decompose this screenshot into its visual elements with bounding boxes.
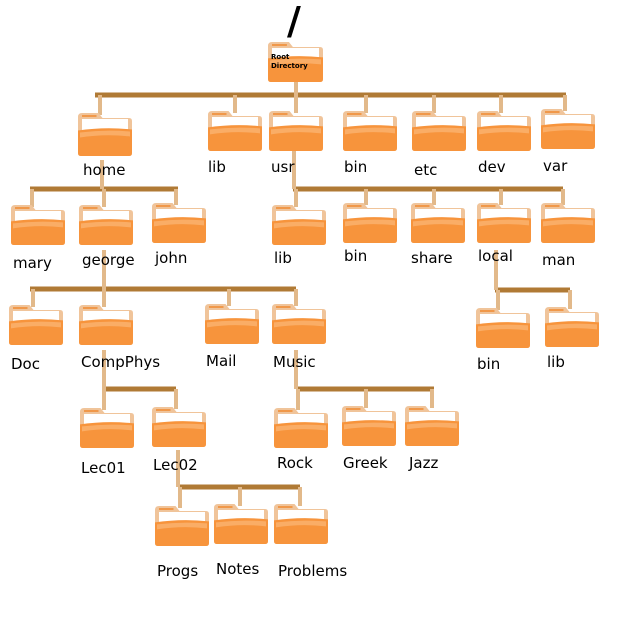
folder-label-lib: lib	[208, 158, 226, 176]
folder-label-dev: dev	[478, 158, 506, 176]
jazz-folder-icon	[405, 406, 459, 446]
home-folder-icon	[78, 113, 132, 156]
folder-label-local: local	[478, 247, 513, 265]
folder-label-music: Music	[273, 353, 316, 371]
rock-folder-icon	[274, 408, 328, 448]
folder-label-lec01: Lec01	[81, 459, 126, 477]
folder-label-george: george	[82, 251, 135, 269]
greek-folder-icon	[342, 406, 396, 446]
lec01-folder-icon	[80, 408, 134, 448]
compphys-folder-icon	[79, 305, 133, 345]
music-folder-icon	[272, 304, 326, 344]
folder-label-usr-lib: lib	[274, 249, 292, 267]
folder-label-local-lib: lib	[547, 353, 565, 371]
george-folder-icon	[79, 205, 133, 245]
folder-label-jazz: Jazz	[409, 454, 439, 472]
folder-label-rock: Rock	[277, 454, 313, 472]
root-caption-line2: Directory	[271, 61, 308, 70]
folder-label-home: home	[83, 161, 126, 179]
folder-label-lec02: Lec02	[153, 456, 198, 474]
local-lib-folder-icon	[545, 307, 599, 347]
mail-folder-icon	[205, 304, 259, 344]
tree-folders	[9, 42, 599, 546]
folder-label-mary: mary	[13, 254, 52, 272]
john-folder-icon	[152, 203, 206, 243]
folder-label-local-bin: bin	[477, 355, 501, 373]
man-folder-icon	[541, 203, 595, 243]
root-caption-line1: Root	[271, 53, 290, 61]
dev-folder-icon	[477, 111, 531, 151]
bin-folder-icon	[343, 111, 397, 151]
tree-branches	[30, 82, 572, 508]
folder-label-share: share	[411, 249, 453, 267]
root-folder-icon	[268, 42, 323, 82]
folder-label-compphys: CompPhys	[81, 353, 161, 371]
lib-folder-icon	[208, 111, 262, 151]
root-symbol: /	[287, 0, 301, 43]
notes-folder-icon	[214, 504, 268, 544]
folder-label-var: var	[543, 157, 568, 175]
usr-folder-icon	[269, 111, 323, 151]
local-folder-icon	[477, 203, 531, 243]
etc-folder-icon	[412, 111, 466, 151]
lec02-folder-icon	[152, 407, 206, 447]
folder-label-john: john	[155, 249, 188, 267]
folder-label-notes: Notes	[216, 560, 260, 578]
folder-label-bin: bin	[344, 158, 368, 176]
folder-label-man: man	[542, 251, 576, 269]
folder-label-etc: etc	[414, 161, 438, 179]
usr-lib-folder-icon	[272, 205, 326, 245]
folder-label-mail: Mail	[206, 352, 237, 370]
folder-label-problems: Problems	[278, 562, 348, 580]
folder-label-usr: usr	[271, 158, 295, 176]
root-caption: Root Directory	[271, 53, 323, 71]
folder-label-usr-bin: bin	[344, 247, 368, 265]
problems-folder-icon	[274, 504, 328, 544]
local-bin-folder-icon	[476, 308, 530, 348]
progs-folder-icon	[155, 506, 209, 546]
folder-label-greek: Greek	[343, 454, 388, 472]
mary-folder-icon	[11, 205, 65, 245]
var-folder-icon	[541, 109, 595, 149]
doc-folder-icon	[9, 305, 63, 345]
folder-label-progs: Progs	[157, 562, 199, 580]
folder-label-doc: Doc	[11, 355, 40, 373]
usr-bin-folder-icon	[343, 203, 397, 243]
share-folder-icon	[411, 203, 465, 243]
